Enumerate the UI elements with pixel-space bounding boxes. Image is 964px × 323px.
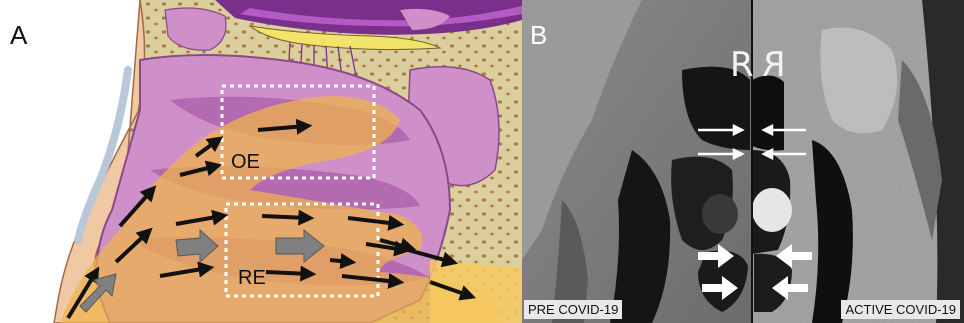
panel-a-nasal-diagram: A OE RE	[0, 0, 522, 323]
panel-letter-a: A	[10, 22, 27, 48]
side-label-right-mirrored: R	[762, 48, 786, 82]
airflow-exit	[430, 260, 522, 323]
caption-active-covid: ACTIVE COVID-19	[841, 300, 960, 319]
pre-covid-mri	[522, 0, 752, 323]
caption-pre-covid: PRE COVID-19	[524, 300, 622, 319]
side-label-right: R	[730, 48, 754, 82]
panel-b-mri-comparison: B R R PRE COVID-19 ACTIVE COVID-19	[522, 0, 964, 323]
panel-letter-b: B	[530, 22, 547, 48]
respiratory-epithelium-label: RE	[238, 268, 266, 288]
olfactory-epithelium-label: OE	[231, 152, 260, 172]
